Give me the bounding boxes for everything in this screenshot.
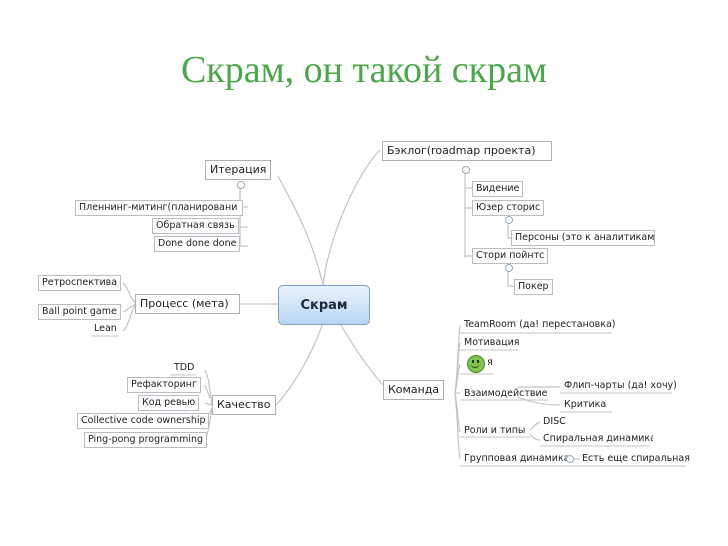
collapse-toggle-icon[interactable] (505, 264, 513, 272)
node-spiral[interactable]: Спиральная динамика (543, 433, 653, 444)
collapse-toggle-icon[interactable] (237, 181, 245, 189)
center-node[interactable]: Скрам (278, 285, 370, 325)
node-vision[interactable]: Видение (472, 181, 524, 197)
collapse-toggle-icon[interactable] (566, 455, 574, 463)
node-more-spiral[interactable]: Есть еще спиральная (582, 453, 690, 464)
node-me[interactable]: я (487, 357, 493, 368)
node-iteration[interactable]: Итерация (205, 160, 272, 180)
node-retro[interactable]: Ретроспектива (38, 275, 122, 291)
node-disc[interactable]: DISC (543, 416, 566, 427)
node-feedback[interactable]: Обратная связь (152, 218, 239, 234)
node-interaction[interactable]: Взаимодействие (464, 388, 548, 399)
node-ballpoint[interactable]: Ball point game (38, 304, 121, 320)
node-motivation[interactable]: Мотивация (464, 337, 520, 348)
node-roles[interactable]: Роли и типы (464, 425, 526, 436)
node-collective[interactable]: Collective code ownership (77, 413, 209, 429)
node-group-dynamics[interactable]: Групповая динамика (464, 453, 570, 464)
node-user-stories[interactable]: Юзер сторис (472, 200, 545, 216)
node-refactoring[interactable]: Рефакторинг (127, 377, 202, 393)
node-planning[interactable]: Пленнинг-митинг(планировани (75, 200, 243, 216)
node-backlog[interactable]: Бэклог(roadmap проекта) (382, 141, 552, 161)
slide-title: Скрам, он такой скрам (180, 49, 548, 91)
collapse-toggle-icon[interactable] (462, 166, 470, 174)
collapse-toggle-icon[interactable] (505, 216, 513, 224)
node-team[interactable]: Команда (383, 380, 445, 400)
node-pingpong[interactable]: Ping-pong programming (84, 432, 208, 448)
node-done[interactable]: Done done done (154, 236, 241, 252)
node-process[interactable]: Процесс (мета) (135, 294, 240, 314)
node-quality[interactable]: Качество (212, 395, 276, 415)
node-tdd[interactable]: TDD (174, 362, 195, 373)
node-story-points[interactable]: Стори пойнтс (472, 248, 548, 264)
smiley-icon (467, 355, 485, 373)
node-flipcharts[interactable]: Флип-чарты (да! хочу) (564, 380, 677, 391)
node-personas[interactable]: Персоны (это к аналитикам) (511, 230, 655, 246)
node-code-review[interactable]: Код ревью (138, 395, 200, 411)
node-criticism[interactable]: Критика (564, 399, 607, 410)
node-lean[interactable]: Lean (94, 323, 117, 334)
node-poker[interactable]: Покер (514, 279, 553, 295)
node-teamroom[interactable]: TeamRoom (да! перестановка) (464, 319, 616, 330)
